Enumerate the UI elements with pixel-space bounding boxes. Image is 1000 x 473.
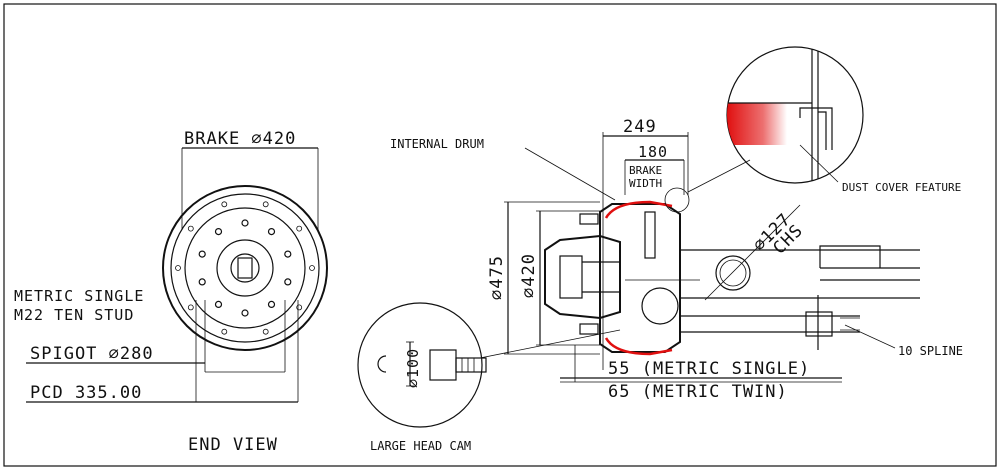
stud-hole [284,278,292,286]
drum-bolt [296,225,303,232]
chs-leader [704,204,801,301]
drum-bolt [309,265,315,271]
stud-hole [198,278,206,286]
hub-cap [237,257,253,279]
cam-profile [377,355,387,373]
stud-top [579,213,599,225]
stud-label: M22 TEN STUD [14,306,134,324]
spline-leader [844,324,896,349]
dia-475-label: ⌀475 [487,255,507,300]
dust-cover-label: DUST COVER FEATURE [842,181,961,194]
end-view: BRAKE ⌀420 METRIC SINGLE M22 TEN STUD SP… [14,129,328,455]
hub-body [544,234,621,320]
drum-bolt [221,201,228,208]
drum-body [599,203,681,353]
stud-hole [241,309,249,317]
stud-holes [175,201,315,335]
brake-width-label-1: BRAKE [629,164,662,177]
stud-hole [284,250,292,258]
spline-label: 10 SPLINE [898,344,963,358]
drum-bolt [175,265,181,271]
axle-bracket [819,245,881,268]
brake-width-label-2: WIDTH [629,177,662,190]
drum-highlight-bottom [604,337,673,356]
brake-label: BRAKE ⌀420 [184,129,296,149]
dust-cover-leader [799,144,839,183]
side-view: 249 180 BRAKE WIDTH INTERNAL DRUM ⌀475 ⌀… [390,117,963,402]
metric-single-dim-label: 55 (METRIC SINGLE) [608,359,810,379]
stud-hole [267,300,276,308]
drum-bolt [262,328,269,335]
stud-hole [214,228,223,236]
hub-cap-side [559,255,583,299]
hub-center [230,253,260,283]
stud-hole [214,300,223,308]
drum-outer [162,185,328,351]
internal-drum-leader [524,147,616,201]
dust-cover-detail: DUST COVER FEATURE [664,46,961,213]
axle-section [715,255,751,291]
dia-100-label: ⌀100 [404,348,422,388]
metric-twin-dim-label: 65 (METRIC TWIN) [608,382,788,402]
spline-collar [805,311,833,337]
cam-detail-circle [357,302,483,428]
dim-249-label: 249 [623,117,657,137]
cam-head [429,349,457,381]
internal-drum-label: INTERNAL DRUM [390,137,484,151]
pcd-label: PCD 335.00 [30,383,142,403]
large-head-cam-label: LARGE HEAD CAM [370,439,471,453]
cam-housing [641,287,679,325]
drum-inner [170,193,320,343]
metric-single-label: METRIC SINGLE [14,287,144,305]
spigot-label: SPIGOT ⌀280 [30,344,154,364]
stud-bottom [579,323,599,335]
drum-bolt [296,304,303,311]
stud-hole [267,228,276,236]
drum-bolt [262,201,269,208]
dim-180-label: 180 [638,143,668,161]
drawing-frame [3,3,997,467]
drum-bolt [187,304,194,311]
drum-bolt [221,328,228,335]
hub-flange [184,207,306,329]
drum-highlight-top [604,200,673,219]
stud-hole [241,219,249,227]
large-head-cam-detail: ⌀100 LARGE HEAD CAM [357,302,621,453]
cam-leader [479,329,621,359]
end-view-title: END VIEW [188,435,278,455]
drum-bolt [187,225,194,232]
brake-shoe [644,211,656,259]
dust-cover-highlight [727,103,787,145]
cam-shaft-detail [455,357,487,373]
stud-hole [198,250,206,258]
dust-cover-callout [664,187,690,213]
spigot-circle [216,239,274,297]
dia-420-label: ⌀420 [519,253,539,298]
